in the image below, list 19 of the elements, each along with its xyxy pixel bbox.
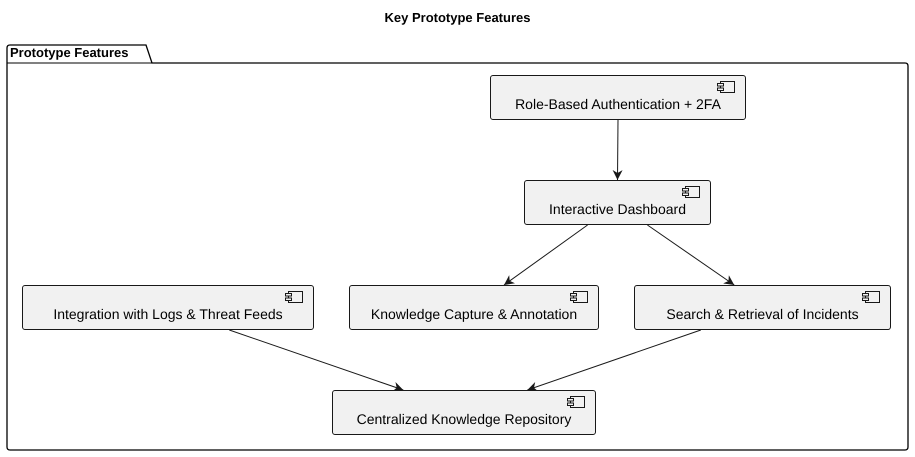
component-label: Integration with Logs & Threat Feeds (53, 306, 283, 322)
component-box (490, 75, 746, 120)
arrow (646, 224, 735, 286)
component-label: Centralized Knowledge Repository (356, 410, 572, 426)
component-box (22, 285, 314, 330)
arrow (526, 330, 702, 392)
component-box (634, 285, 891, 330)
component-box (349, 285, 599, 330)
arrow (228, 330, 404, 392)
package-title: Prototype Features (10, 45, 128, 60)
component-label: Role-Based Authentication + 2FA (515, 96, 721, 112)
component-label: Knowledge Capture & Annotation (370, 306, 578, 322)
component-box (524, 180, 711, 225)
component-box (332, 390, 596, 435)
component-label: Search & Retrieval of Incidents (666, 306, 859, 322)
arrow (504, 224, 588, 286)
component-label: Interactive Dashboard (549, 200, 686, 216)
arrow (612, 120, 623, 180)
diagram-title: Key Prototype Features (384, 10, 530, 25)
